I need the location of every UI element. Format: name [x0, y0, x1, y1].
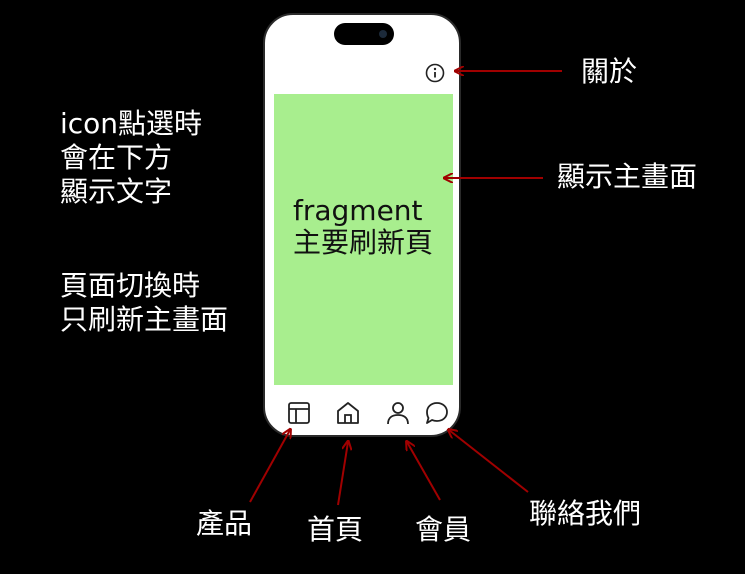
tab-member-user-icon[interactable]	[385, 400, 411, 426]
arrow-products	[249, 430, 290, 503]
tab-label-home: 首頁	[307, 513, 364, 546]
tab-home-icon[interactable]	[335, 400, 361, 426]
arrow-home	[337, 442, 348, 506]
page-switch-note: 頁面切換時 只刷新主畫面	[60, 269, 229, 336]
camera-icon	[379, 30, 387, 38]
phone-notch	[334, 23, 394, 45]
fragment-label: fragment 主要刷新頁	[293, 194, 434, 259]
phone-mockup	[263, 13, 461, 437]
tab-label-contact: 聯絡我們	[529, 497, 642, 530]
main-fragment-area	[274, 94, 453, 385]
about-label: 關於	[581, 55, 638, 88]
tab-label-products: 產品	[196, 507, 253, 540]
info-circle-icon[interactable]	[425, 63, 445, 83]
tab-label-member: 會員	[415, 513, 472, 546]
tab-products-layout-icon[interactable]	[286, 400, 312, 426]
arrow-contact	[449, 430, 529, 493]
main-screen-label: 顯示主畫面	[557, 160, 698, 193]
arrow-member	[407, 442, 441, 501]
tab-contact-chat-bubble-icon[interactable]	[424, 400, 450, 426]
icon-click-note: icon點選時 會在下方 顯示文字	[60, 107, 203, 208]
